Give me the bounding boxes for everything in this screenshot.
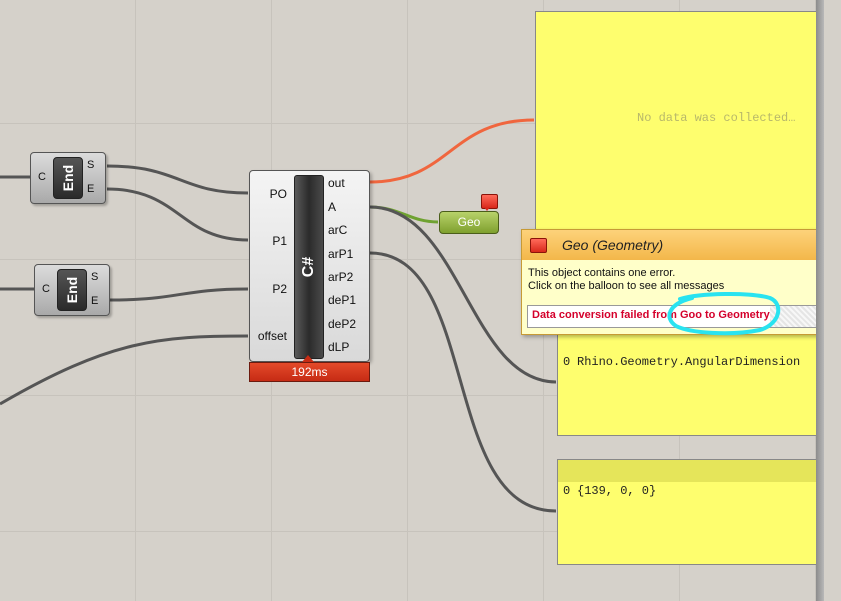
- csharp-core: C#: [294, 175, 324, 359]
- panel-top-text: No data was collected…: [637, 111, 796, 125]
- panel-bottom[interactable]: 0 {139, 0, 0}: [557, 459, 827, 565]
- tooltip-error-box: Data conversion failed from Goo to Geome…: [527, 305, 827, 328]
- wire: [0, 334, 249, 406]
- error-balloon-icon: [530, 238, 547, 253]
- end-core: End: [53, 157, 83, 199]
- wire: [369, 205, 557, 384]
- wire: [106, 164, 249, 195]
- output-s-label: S: [91, 271, 99, 283]
- wire: [109, 287, 249, 302]
- output-dep2-label: deP2: [328, 317, 357, 331]
- panel-middle-index: 0: [563, 355, 571, 369]
- input-p1-label: P1: [272, 234, 287, 248]
- panel-top[interactable]: No data was collected…: [535, 11, 827, 231]
- error-tooltip: Geo (Geometry) This object contains one …: [521, 229, 832, 335]
- output-s-label: S: [87, 159, 95, 171]
- wire: [106, 187, 249, 242]
- input-c-label: C: [38, 171, 46, 183]
- tooltip-error-fade: [770, 306, 826, 327]
- tooltip-title: Geo (Geometry): [562, 237, 664, 253]
- input-po-label: PO: [269, 187, 287, 201]
- panel-bottom-header: [558, 460, 826, 482]
- error-highlight: Goo to Geometry: [679, 309, 770, 321]
- tooltip-message: This object contains one error.: [528, 267, 676, 279]
- output-e-label: E: [87, 183, 95, 195]
- tooltip-error-text: Data conversion failed from Goo to Geome…: [532, 309, 770, 321]
- panel-bottom-index: 0: [563, 484, 571, 498]
- timer-arrow: [302, 355, 314, 362]
- end-component[interactable]: C End S E: [30, 152, 106, 204]
- input-offset-label: offset: [257, 329, 287, 343]
- output-arc-label: arC: [328, 223, 348, 237]
- wire-out: [369, 118, 535, 184]
- output-dep1-label: deP1: [328, 293, 357, 307]
- end-core: End: [57, 269, 87, 311]
- panel-middle-text: Rhino.Geometry.AngularDimension: [577, 355, 801, 369]
- tooltip-header: Geo (Geometry): [522, 230, 831, 260]
- end-core-label: End: [64, 276, 80, 304]
- tooltip-hint: Click on the balloon to see all messages: [528, 280, 725, 292]
- output-arp1-label: arP1: [328, 247, 354, 261]
- output-e-label: E: [91, 295, 99, 307]
- csharp-core-label: C#: [300, 256, 317, 278]
- input-p2-label: P2: [272, 282, 287, 296]
- runtime-timer: 192ms: [249, 362, 370, 382]
- output-arp2-label: arP2: [328, 270, 354, 284]
- wire: [369, 251, 557, 513]
- panel-middle[interactable]: 0 Rhino.Geometry.AngularDimension: [557, 330, 827, 436]
- output-dlp-label: dLP: [328, 340, 350, 354]
- error-balloon-icon[interactable]: [481, 194, 498, 211]
- error-prefix: Data conversion failed from: [532, 309, 680, 321]
- window-edge: [816, 0, 824, 601]
- window-edge-strip: [824, 0, 841, 601]
- csharp-component[interactable]: C# PO P1 P2 offset out A arC arP1 arP2 d…: [249, 170, 370, 362]
- geo-parameter[interactable]: Geo: [439, 211, 499, 234]
- output-a-label: A: [328, 200, 337, 214]
- end-core-label: End: [60, 164, 76, 192]
- input-c-label: C: [42, 283, 50, 295]
- output-out-label: out: [328, 176, 345, 190]
- panel-bottom-text: {139, 0, 0}: [577, 484, 657, 498]
- end-component[interactable]: C End S E: [34, 264, 110, 316]
